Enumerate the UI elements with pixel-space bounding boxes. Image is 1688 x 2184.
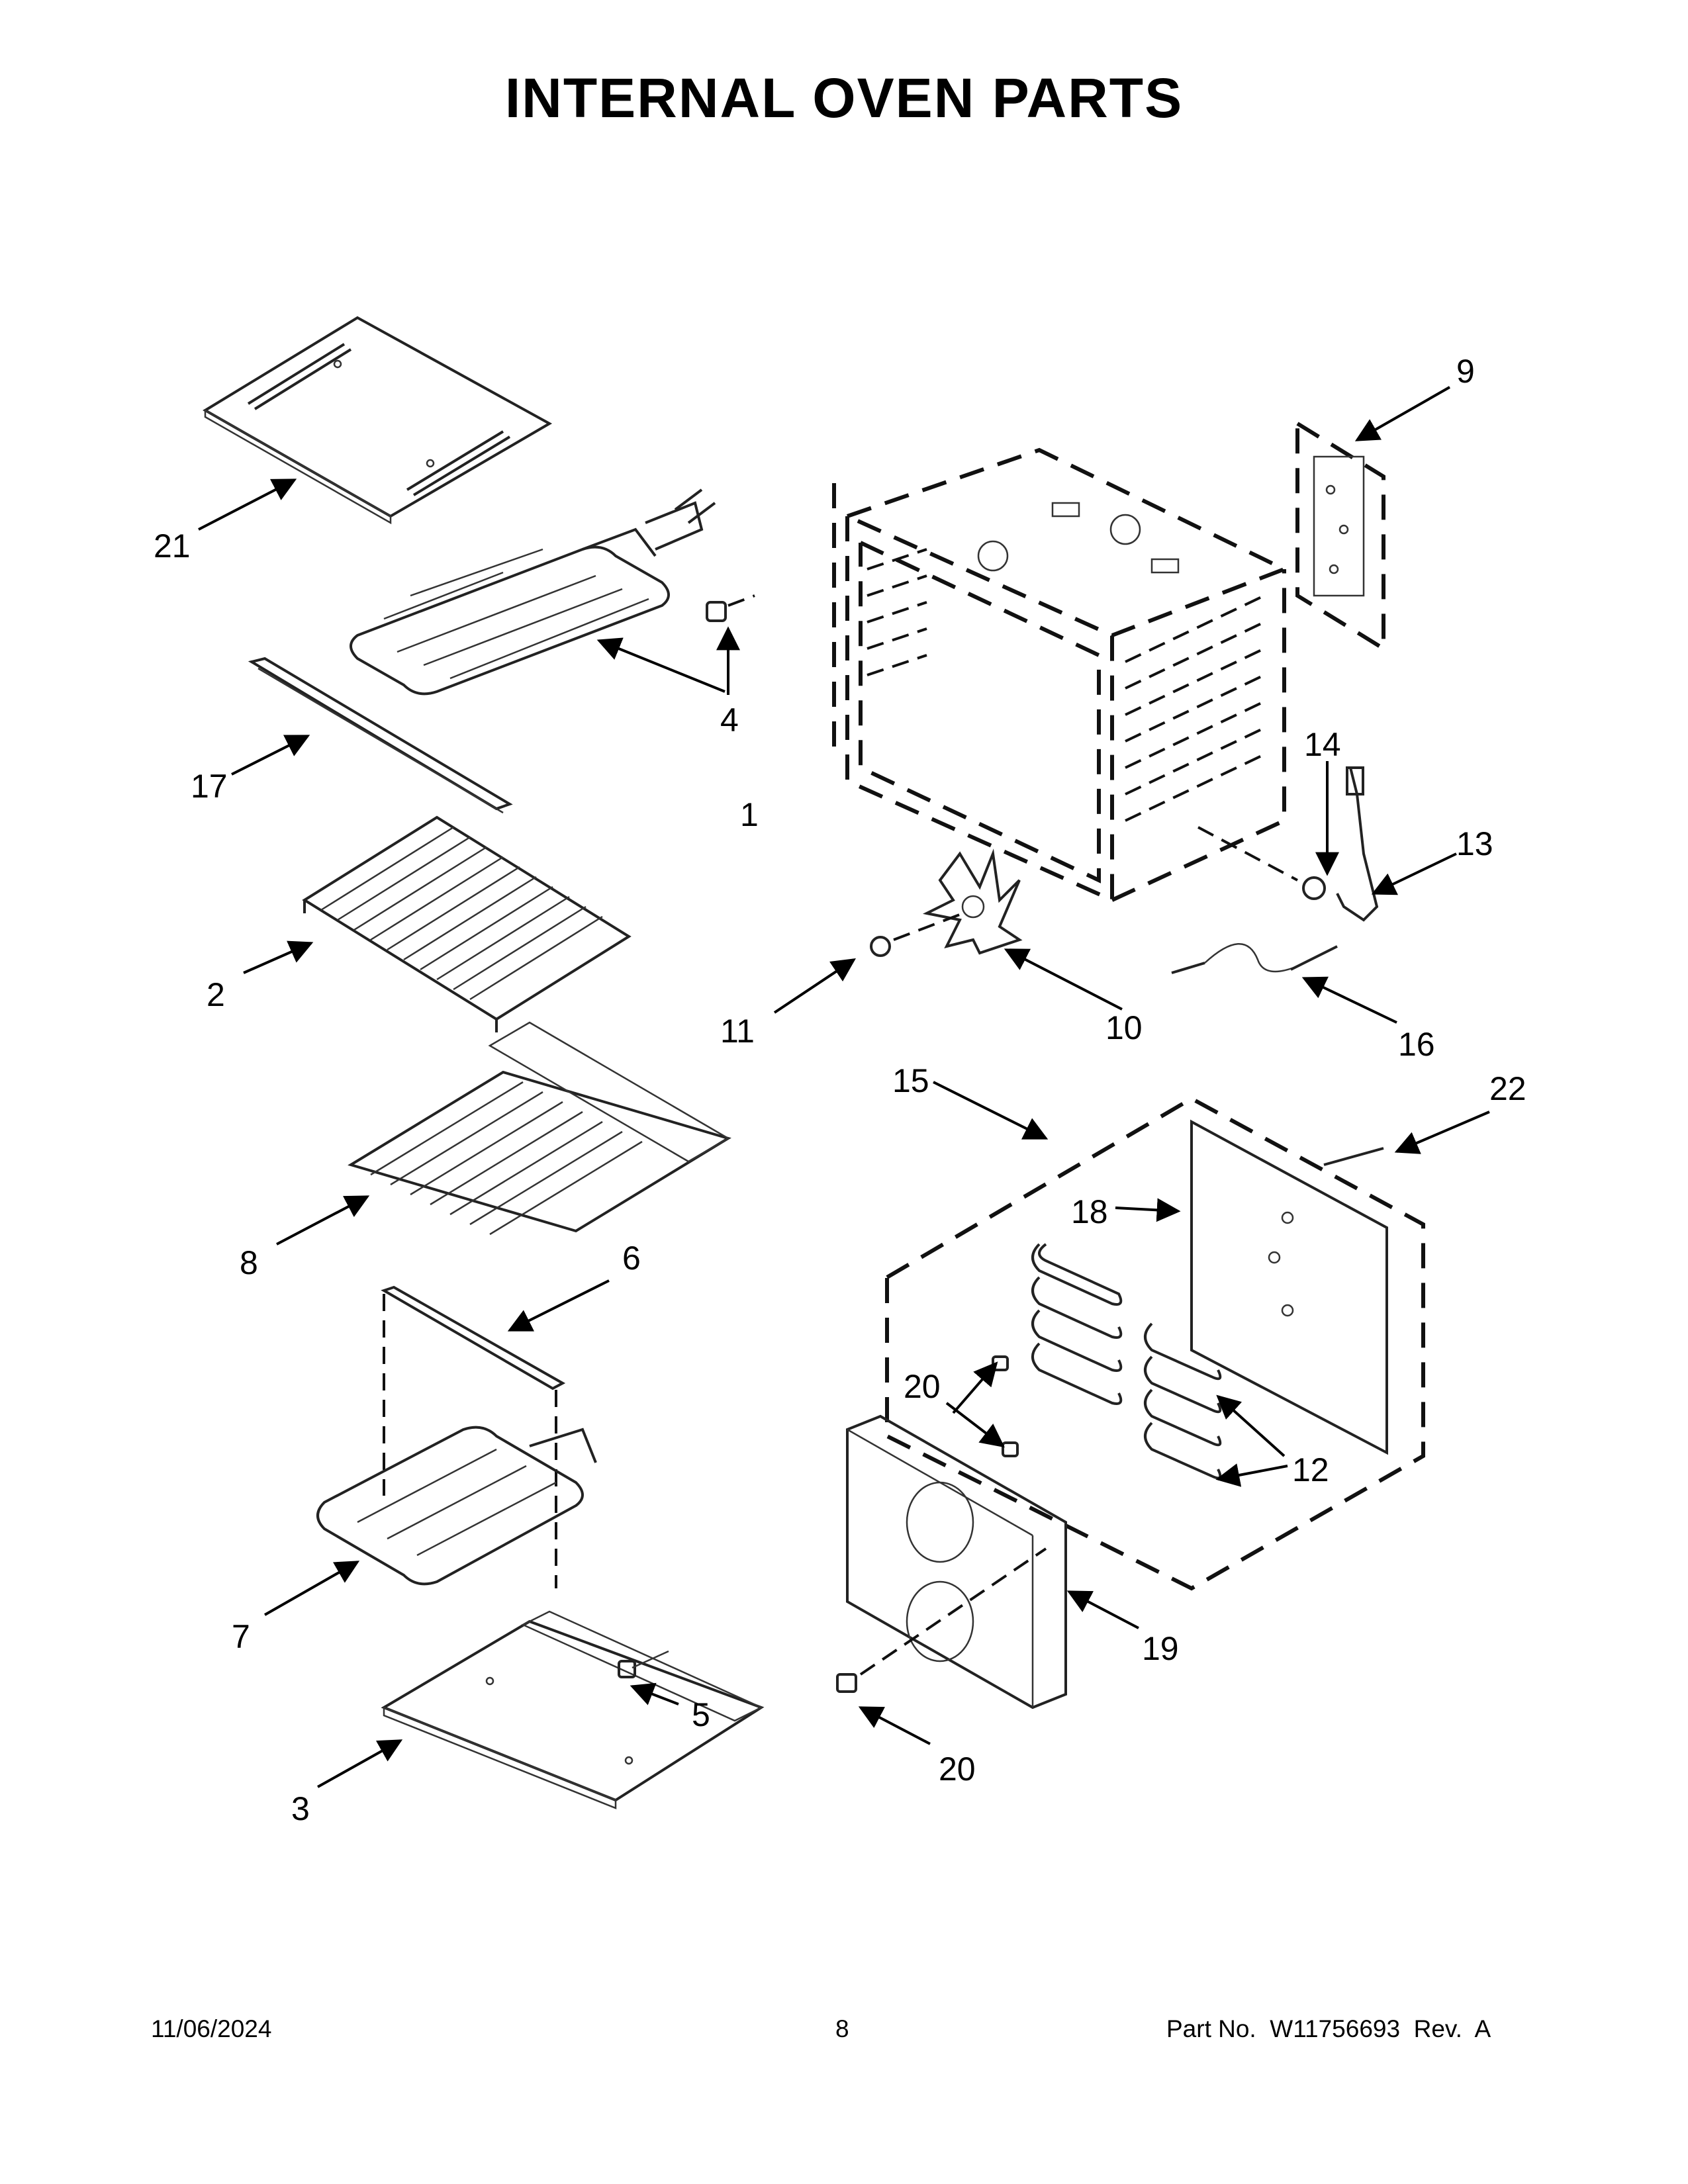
callout-22: 22 — [1489, 1070, 1526, 1107]
top-panel-part — [203, 316, 553, 525]
convection-assembly-part — [885, 1096, 1425, 1591]
screw-part-4 — [706, 594, 755, 622]
callout-20-upper: 20 — [904, 1368, 941, 1405]
callout-21: 21 — [154, 527, 191, 565]
rear-panel-part — [1190, 1119, 1388, 1455]
screw-part-20 — [836, 1355, 1019, 1693]
callout-16: 16 — [1398, 1026, 1435, 1063]
callout-18: 18 — [1071, 1193, 1108, 1230]
oven-cavity-part — [832, 447, 1289, 903]
screw-part-5 — [618, 1650, 669, 1678]
footer-part-number: Part No. W11756693 Rev. A — [1166, 2015, 1491, 2042]
bottom-panel-part — [381, 1610, 765, 1809]
callout-7: 7 — [232, 1618, 250, 1655]
sliding-rack-part — [348, 1021, 731, 1236]
callout-4: 4 — [720, 702, 739, 739]
callout-8: 8 — [240, 1244, 258, 1281]
callout-11: 11 — [720, 1013, 755, 1050]
callout-20-lower: 20 — [939, 1751, 976, 1788]
bake-element-part — [316, 1285, 597, 1588]
callout-9: 9 — [1456, 353, 1475, 390]
footer-date: 11/06/2024 — [151, 2015, 272, 2042]
leader-arrows — [198, 386, 1490, 1788]
callout-10: 10 — [1105, 1009, 1143, 1046]
callout-1: 1 — [740, 796, 759, 833]
page-title: INTERNAL OVEN PARTS — [504, 67, 1184, 129]
callout-6: 6 — [622, 1240, 641, 1277]
broil-element-part — [350, 488, 716, 696]
sensor-probe-part — [1171, 942, 1338, 974]
bracket-part — [248, 657, 513, 814]
footer-page-number: 8 — [835, 2015, 849, 2042]
callout-12: 12 — [1292, 1451, 1329, 1488]
motor-mount-part — [1197, 766, 1379, 922]
callout-15: 15 — [892, 1062, 929, 1099]
bracket-part-9 — [1295, 420, 1385, 653]
fan-cover-part — [846, 1414, 1067, 1709]
callout-2: 2 — [207, 976, 225, 1013]
callout-3: 3 — [291, 1790, 310, 1827]
callout-17: 17 — [191, 768, 228, 805]
callout-19: 19 — [1142, 1630, 1179, 1667]
callout-5: 5 — [692, 1696, 710, 1733]
callout-13: 13 — [1456, 825, 1493, 862]
fan-blade-part — [870, 848, 1023, 957]
oven-rack-part — [302, 815, 632, 1032]
callout-14: 14 — [1304, 726, 1341, 763]
